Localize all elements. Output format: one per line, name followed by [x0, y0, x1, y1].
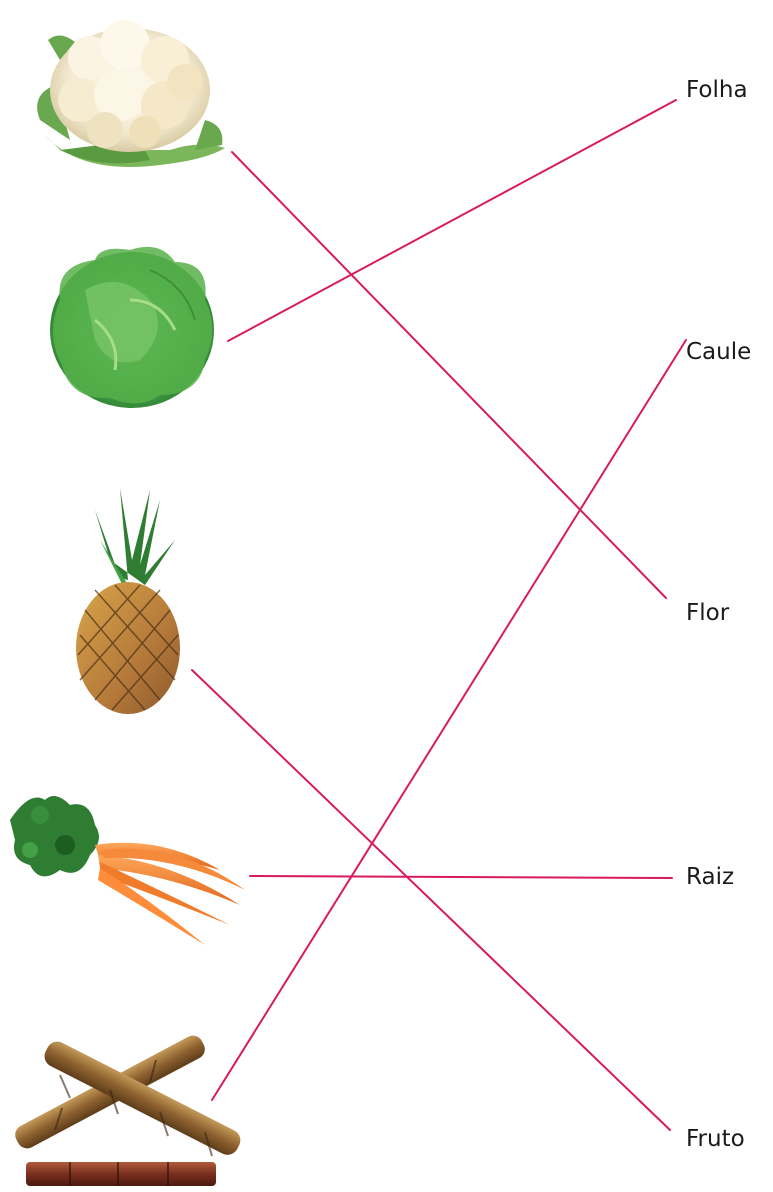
match-line-carrots-raiz[interactable]: [250, 876, 672, 878]
match-line-pineapple-fruto[interactable]: [192, 670, 670, 1130]
label-fruto[interactable]: Fruto: [686, 1128, 745, 1151]
lettuce-image[interactable]: [50, 247, 214, 408]
label-raiz[interactable]: Raiz: [686, 866, 734, 889]
label-folha[interactable]: Folha: [686, 79, 748, 102]
match-line-cauliflower-flor[interactable]: [232, 152, 666, 598]
label-caule[interactable]: Caule: [686, 341, 751, 364]
match-line-lettuce-folha[interactable]: [228, 100, 676, 341]
pineapple-image[interactable]: [76, 488, 180, 714]
cauliflower-image[interactable]: [37, 20, 225, 167]
carrots-image[interactable]: [10, 796, 245, 945]
label-flor[interactable]: Flor: [686, 602, 729, 625]
match-line-sugarcane-caule[interactable]: [212, 340, 686, 1100]
sugarcane-image[interactable]: [12, 1032, 244, 1186]
